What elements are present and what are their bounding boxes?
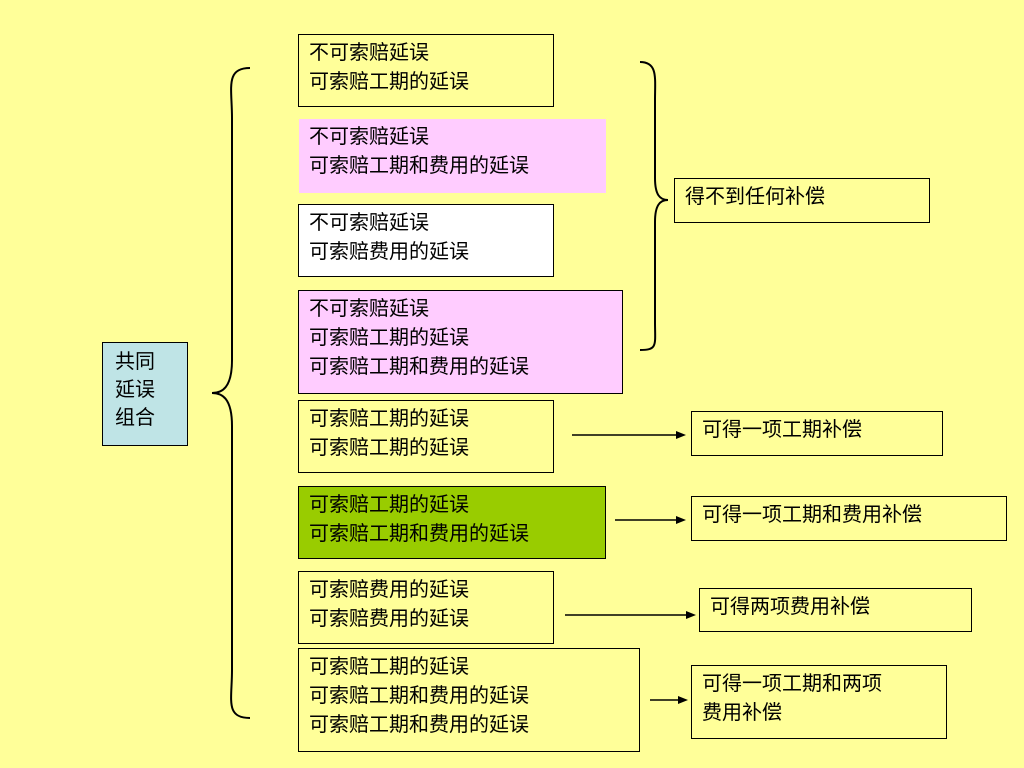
- combo-line: 不可索赔延误: [309, 210, 429, 234]
- combo-line: 可索赔工期和费用的延误: [309, 712, 529, 736]
- arrow-1: [572, 431, 686, 439]
- combo-line: 可索赔费用的延误: [309, 606, 469, 630]
- combo-line: 可索赔工期的延误: [309, 406, 469, 430]
- combo-box-6: 可索赔工期的延误 可索赔工期和费用的延误: [298, 486, 606, 559]
- result-line: 费用补偿: [702, 700, 782, 724]
- result-box-1: 得不到任何补偿: [674, 178, 930, 223]
- combo-box-5: 可索赔工期的延误 可索赔工期的延误: [298, 400, 554, 473]
- combo-box-3: 不可索赔延误 可索赔费用的延误: [298, 204, 554, 277]
- combo-line: 可索赔工期的延误: [309, 69, 469, 93]
- combo-box-2: 不可索赔延误 可索赔工期和费用的延误: [299, 119, 606, 193]
- root-line: 延误: [115, 377, 155, 401]
- left-brace: [211, 67, 251, 719]
- combo-line: 可索赔费用的延误: [309, 239, 469, 263]
- result-line: 可得一项工期和两项: [702, 671, 882, 695]
- result-line: 得不到任何补偿: [685, 184, 825, 208]
- result-box-2: 可得一项工期补偿: [691, 411, 943, 456]
- result-box-5: 可得一项工期和两项 费用补偿: [691, 665, 947, 739]
- combo-box-7: 可索赔费用的延误 可索赔费用的延误: [298, 571, 554, 644]
- arrow-2: [615, 516, 686, 524]
- combo-box-4: 不可索赔延误 可索赔工期的延误 可索赔工期和费用的延误: [298, 290, 623, 394]
- arrow-4: [650, 696, 688, 704]
- result-line: 可得一项工期和费用补偿: [702, 502, 922, 526]
- combo-line: 可索赔工期和费用的延误: [309, 521, 529, 545]
- combo-line: 可索赔工期和费用的延误: [309, 683, 529, 707]
- right-brace: [639, 61, 669, 351]
- combo-line: 可索赔工期的延误: [309, 654, 469, 678]
- result-box-4: 可得两项费用补偿: [699, 588, 972, 632]
- combo-box-8: 可索赔工期的延误 可索赔工期和费用的延误 可索赔工期和费用的延误: [298, 648, 640, 752]
- result-box-3: 可得一项工期和费用补偿: [691, 496, 1007, 541]
- combo-line: 可索赔工期的延误: [309, 492, 469, 516]
- combo-line: 不可索赔延误: [309, 40, 429, 64]
- combo-line: 可索赔工期和费用的延误: [309, 354, 529, 378]
- combo-box-1: 不可索赔延误 可索赔工期的延误: [298, 34, 554, 107]
- combo-line: 可索赔工期的延误: [309, 325, 469, 349]
- combo-line: 不可索赔延误: [309, 124, 429, 148]
- result-line: 可得一项工期补偿: [702, 417, 862, 441]
- combo-line: 不可索赔延误: [309, 296, 429, 320]
- combo-line: 可索赔工期和费用的延误: [309, 153, 529, 177]
- root-line: 共同: [115, 349, 155, 373]
- combo-line: 可索赔工期的延误: [309, 435, 469, 459]
- root-line: 组合: [115, 405, 155, 429]
- arrow-3: [565, 611, 696, 619]
- root-node: 共同 延误 组合: [102, 342, 188, 446]
- result-line: 可得两项费用补偿: [710, 594, 870, 618]
- combo-line: 可索赔费用的延误: [309, 577, 469, 601]
